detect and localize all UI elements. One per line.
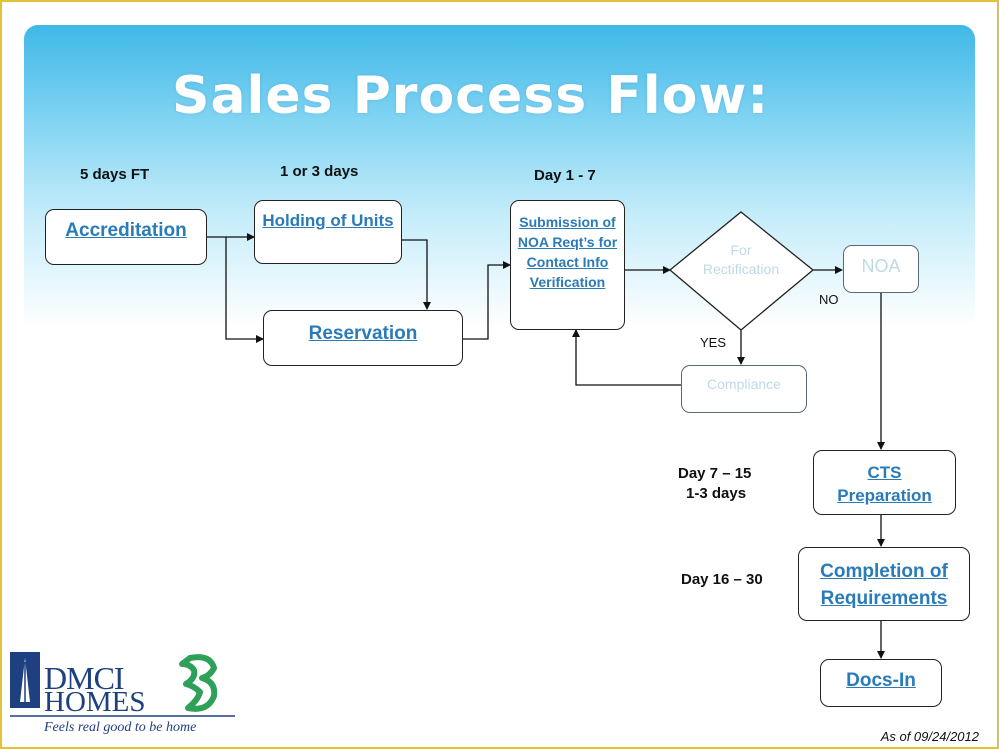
node-accreditation[interactable]: Accreditation [45,209,207,265]
node-submission[interactable]: Submission of NOA Reqt’s for Contact Inf… [510,200,625,330]
node-submission-line4: Verification [529,274,606,290]
duration-submission: Day 1 - 7 [534,167,596,184]
node-noa[interactable]: NOA [843,245,919,293]
node-reservation-label: Reservation [308,323,418,344]
duration-cts-line1: Day 7 – 15 [678,465,752,482]
node-docs-in[interactable]: Docs-In [820,659,942,707]
duration-completion: Day 16 – 30 [681,571,763,588]
decision-diamond [668,211,815,331]
as-of-date: As of 09/24/2012 [880,729,979,744]
node-compliance-label: Compliance [707,376,781,392]
decision-label-line2: Rectification [702,261,780,277]
logo-tagline: Feels real good to be home [44,720,197,735]
logo-text-homes: HOMES [44,686,146,718]
arrow-reservation-submission [463,261,511,340]
decision-label-line1: For [730,242,752,258]
branch-label-yes: YES [700,335,727,350]
node-compliance[interactable]: Compliance [681,365,807,413]
node-docs-in-label: Docs-In [846,670,916,691]
duration-holding: 1 or 3 days [280,163,359,180]
node-completion-of-requirements[interactable]: Completion of Requirements [798,547,970,621]
node-submission-line2: NOA Reqt’s for [517,234,618,250]
node-holding-of-units[interactable]: Holding of Units [254,200,402,264]
node-cts-preparation[interactable]: CTS Preparation [813,450,956,515]
node-noa-label: NOA [861,256,901,276]
duration-accreditation: 5 days FT [80,166,150,183]
branch-label-no: NO [819,292,839,307]
node-cts-line2: Preparation [837,486,932,505]
node-submission-line1: Submission of [519,214,616,230]
node-accreditation-label: Accreditation [65,220,187,241]
arrow-compliance-submission [572,329,681,386]
node-reservation[interactable]: Reservation [263,310,463,366]
node-submission-line3: Contact Info [526,254,609,270]
node-cts-line1: CTS [867,463,902,482]
node-holding-label: Holding of Units [262,211,394,230]
dmci-logo-icon [10,652,235,717]
logo-text-dmci: DMCI [44,660,125,696]
decision-label: For Rectification [681,241,801,279]
arrow-accreditation-reservation [225,237,264,343]
node-completion-line1: Completion of [820,561,948,582]
arrow-holding-reservation [402,239,431,310]
duration-cts-line2: 1-3 days [686,485,747,502]
slide-title: Sales Process Flow: [172,66,770,126]
node-completion-line2: Requirements [820,588,948,609]
